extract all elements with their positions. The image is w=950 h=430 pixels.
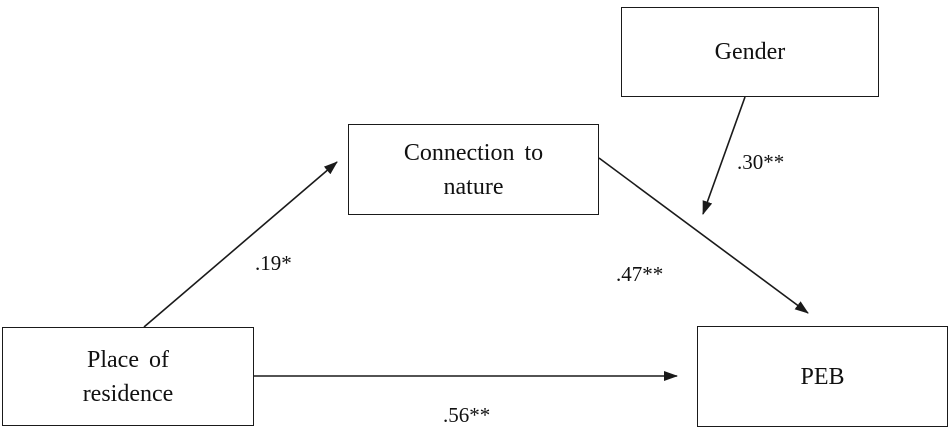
peb-label: PEB — [800, 363, 845, 390]
coefficient-place-to-connection: .19* — [255, 251, 292, 275]
place-of-residence-label: Place of residence — [82, 346, 174, 407]
coefficient-place-to-peb: .56** — [443, 403, 491, 427]
arrow-place-to-connection — [143, 161, 338, 328]
place-of-residence-box: Place of residence — [2, 327, 254, 426]
connection-to-nature-label: Connection to nature — [403, 139, 544, 200]
arrow-connection-to-peb — [598, 157, 809, 314]
arrow-gender-to-path — [702, 96, 746, 215]
coefficient-gender-moderation: .30** — [737, 150, 785, 174]
coefficient-connection-to-peb: .47** — [616, 262, 664, 286]
connection-to-nature-box: Connection to nature — [348, 124, 599, 215]
peb-box: PEB — [697, 326, 948, 427]
gender-box: Gender — [621, 7, 879, 97]
gender-label: Gender — [714, 39, 786, 65]
